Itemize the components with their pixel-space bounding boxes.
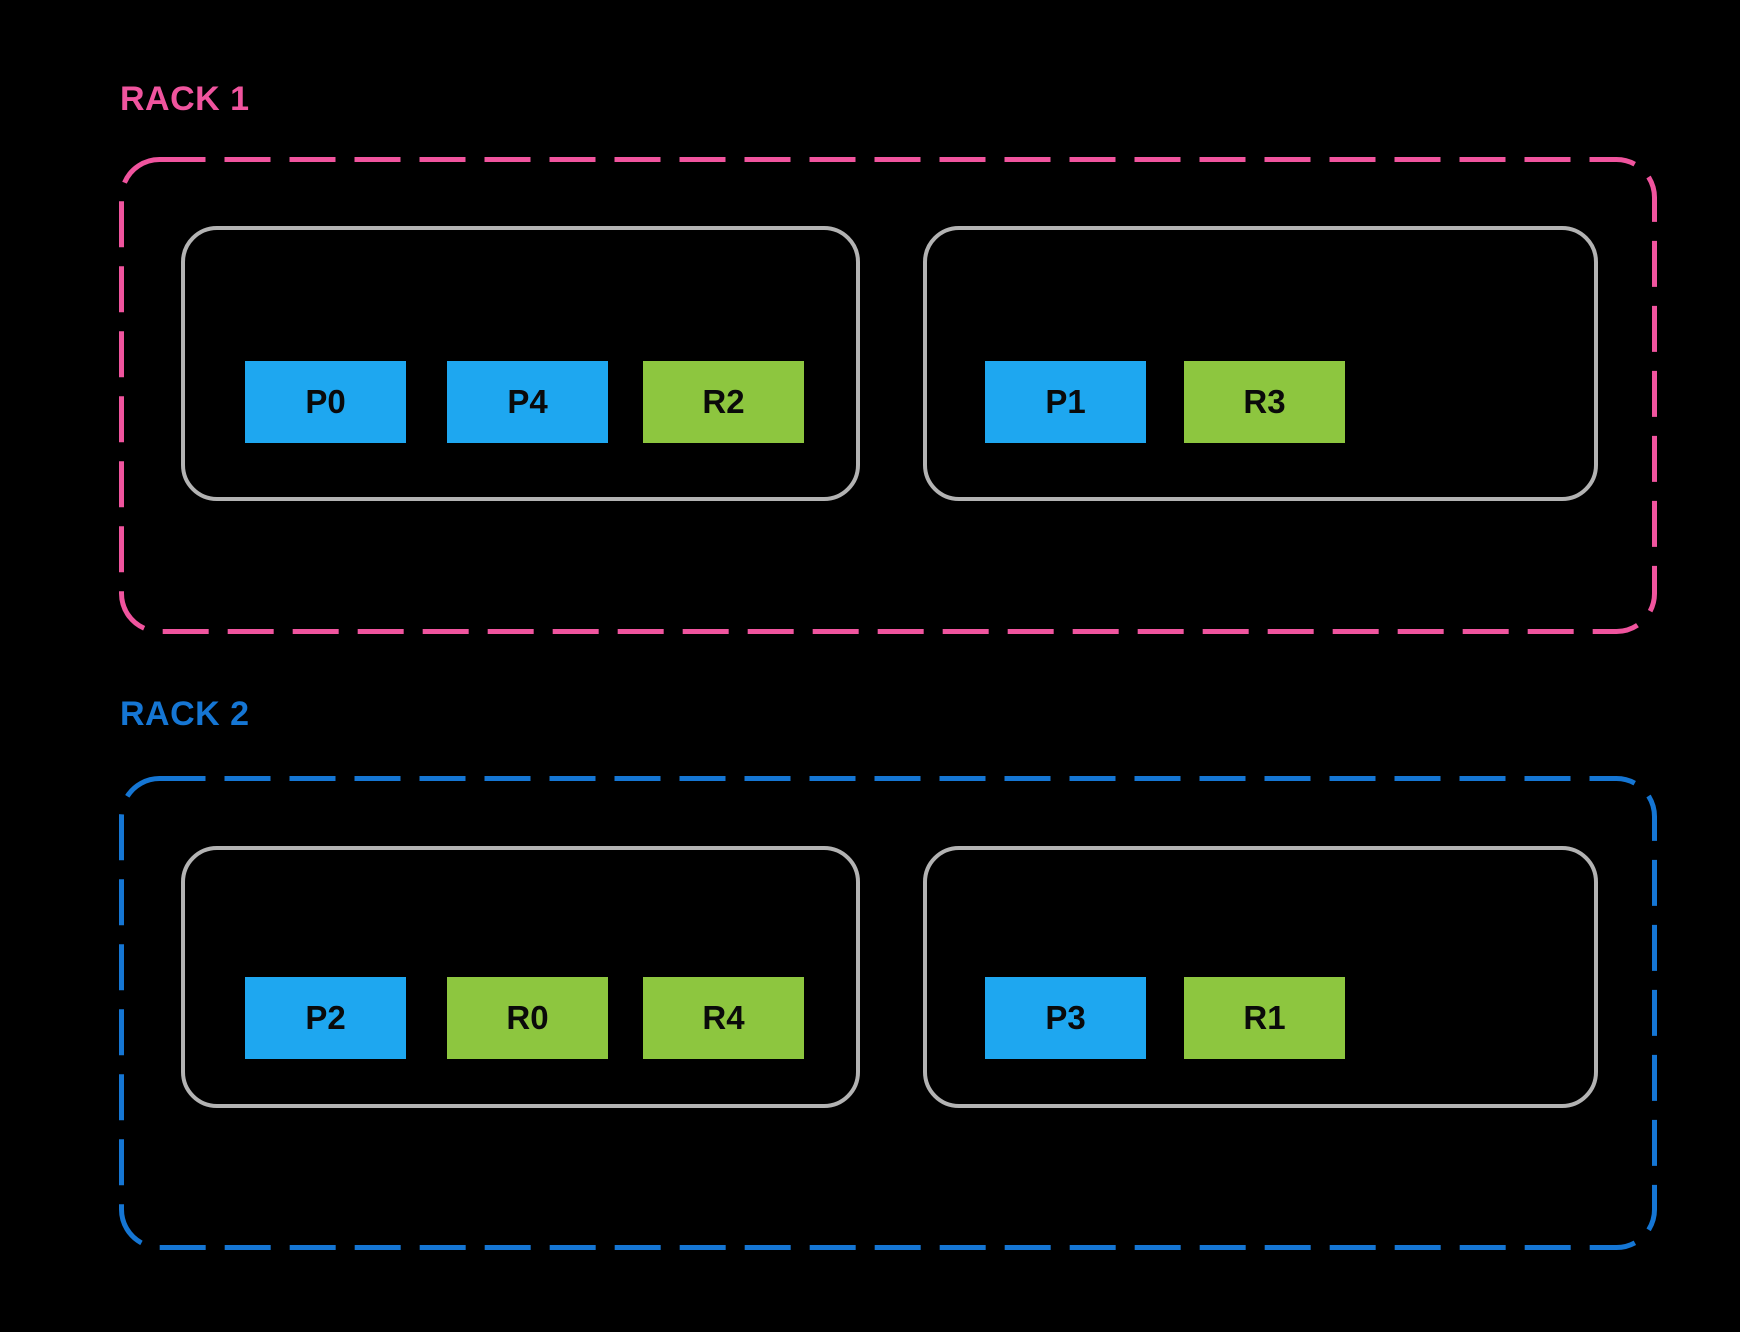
rack-1-dashed-border — [119, 157, 1657, 634]
block-r3: R3 — [1184, 361, 1345, 443]
rack-2-label: RACK 2 — [120, 695, 250, 733]
block-r4: R4 — [643, 977, 804, 1059]
block-p2: P2 — [245, 977, 406, 1059]
block-p0: P0 — [245, 361, 406, 443]
rack-1-host-1: P0 P4 R2 — [181, 226, 860, 501]
rack-2-group: P2 R0 R4 P3 R1 — [119, 776, 1657, 1250]
rack-1-host-2: P1 R3 — [923, 226, 1598, 501]
rack-1-group: P0 P4 R2 P1 R3 — [119, 157, 1657, 634]
block-p4: P4 — [447, 361, 608, 443]
rack-2-host-2: P3 R1 — [923, 846, 1598, 1108]
block-p1: P1 — [985, 361, 1146, 443]
rack-2-host-1: P2 R0 R4 — [181, 846, 860, 1108]
rack-1-label: RACK 1 — [120, 80, 250, 118]
block-r0: R0 — [447, 977, 608, 1059]
rack-2-dashed-border — [119, 776, 1657, 1250]
block-r2: R2 — [643, 361, 804, 443]
block-r1: R1 — [1184, 977, 1345, 1059]
block-p3: P3 — [985, 977, 1146, 1059]
